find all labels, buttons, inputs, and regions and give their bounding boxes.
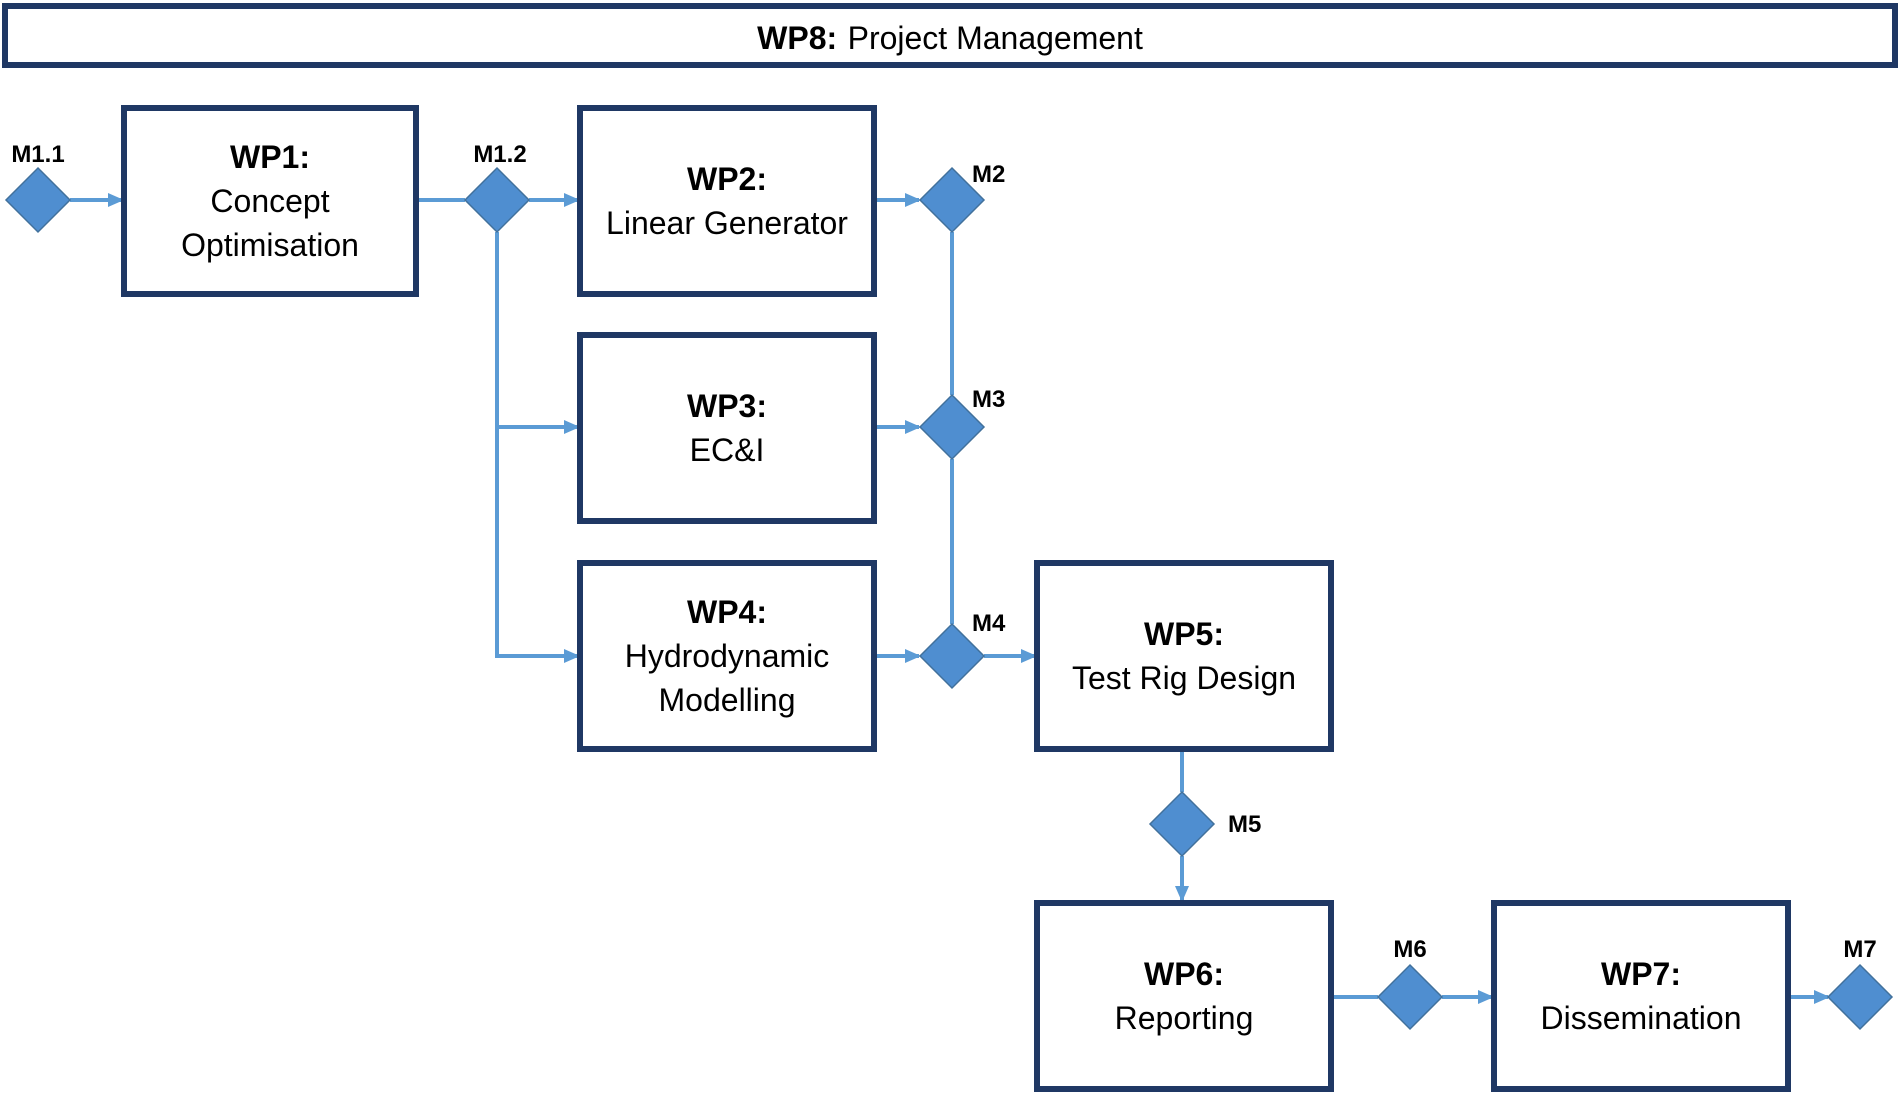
header-title: Project Management (848, 20, 1143, 56)
milestone-diamond-icon (918, 393, 986, 461)
milestone-m6: M6 (1376, 936, 1444, 1031)
header-text: WP8: Project Management (757, 20, 1143, 56)
work-package-box (577, 105, 877, 297)
work-package-wp7: WP7: Dissemination (1491, 900, 1791, 1092)
work-package-code: WP7: (1601, 956, 1681, 992)
milestone-label: M4 (972, 610, 1006, 637)
work-package-box (121, 105, 419, 297)
work-package-code: WP4: (687, 594, 767, 630)
milestone-diamond-icon (918, 166, 986, 234)
work-package-title-line: Hydrodynamic (625, 638, 830, 674)
work-package-code: WP3: (687, 388, 767, 424)
milestone-m7: M7 (1826, 936, 1894, 1031)
work-package-box (1034, 560, 1334, 752)
milestone-m1-1: M1.1 (4, 141, 72, 234)
milestone-m5: M5 (1148, 790, 1261, 858)
work-package-title-line: Concept (210, 183, 329, 219)
milestone-label: M1.1 (11, 141, 64, 168)
milestone-diamond-icon (918, 622, 986, 690)
milestone-diamond-icon (4, 166, 72, 234)
milestone-label: M6 (1393, 936, 1426, 963)
connectors (70, 193, 1830, 1004)
milestone-m4: M4 (918, 610, 1006, 690)
milestone-diamond-icon (463, 166, 531, 234)
milestone-diamond-icon (1376, 963, 1444, 1031)
milestone-m2: M2 (918, 161, 1005, 234)
work-package-title-line: Test Rig Design (1072, 660, 1296, 696)
work-package-box (1034, 900, 1334, 1092)
work-package-wp2: WP2: Linear Generator (577, 105, 877, 297)
work-package-title-line: Optimisation (181, 227, 359, 263)
milestone-label: M5 (1228, 811, 1261, 838)
milestone-m1-2: M1.2 (463, 141, 531, 234)
milestone-label: M7 (1843, 936, 1876, 963)
work-package-title-line: Dissemination (1541, 1000, 1742, 1036)
work-package-wp6: WP6: Reporting (1034, 900, 1334, 1092)
milestone-m3: M3 (918, 386, 1005, 461)
milestone-diamond-icon (1826, 963, 1894, 1031)
work-package-code: WP6: (1144, 956, 1224, 992)
work-package-code: WP5: (1144, 616, 1224, 652)
header-bar: WP8: Project Management (2, 3, 1898, 68)
work-package-code: WP1: (230, 139, 310, 175)
work-package-title-line: Reporting (1115, 1000, 1254, 1036)
milestone-label: M3 (972, 386, 1005, 413)
work-package-title-line: EC&I (690, 432, 765, 468)
work-package-box (1491, 900, 1791, 1092)
milestone-label: M1.2 (473, 141, 526, 168)
header-box (2, 3, 1898, 68)
work-package-wp3: WP3: EC&I (577, 332, 877, 524)
milestone-diamond-icon (1148, 790, 1216, 858)
work-package-box (577, 332, 877, 524)
work-package-box (577, 560, 877, 752)
work-package-title-line: Linear Generator (606, 205, 848, 241)
work-package-title-line: Modelling (659, 682, 796, 718)
header-code: WP8: (757, 20, 837, 56)
milestone-label: M2 (972, 161, 1005, 188)
work-package-code: WP2: (687, 161, 767, 197)
work-package-wp5: WP5: Test Rig Design (1034, 560, 1334, 752)
